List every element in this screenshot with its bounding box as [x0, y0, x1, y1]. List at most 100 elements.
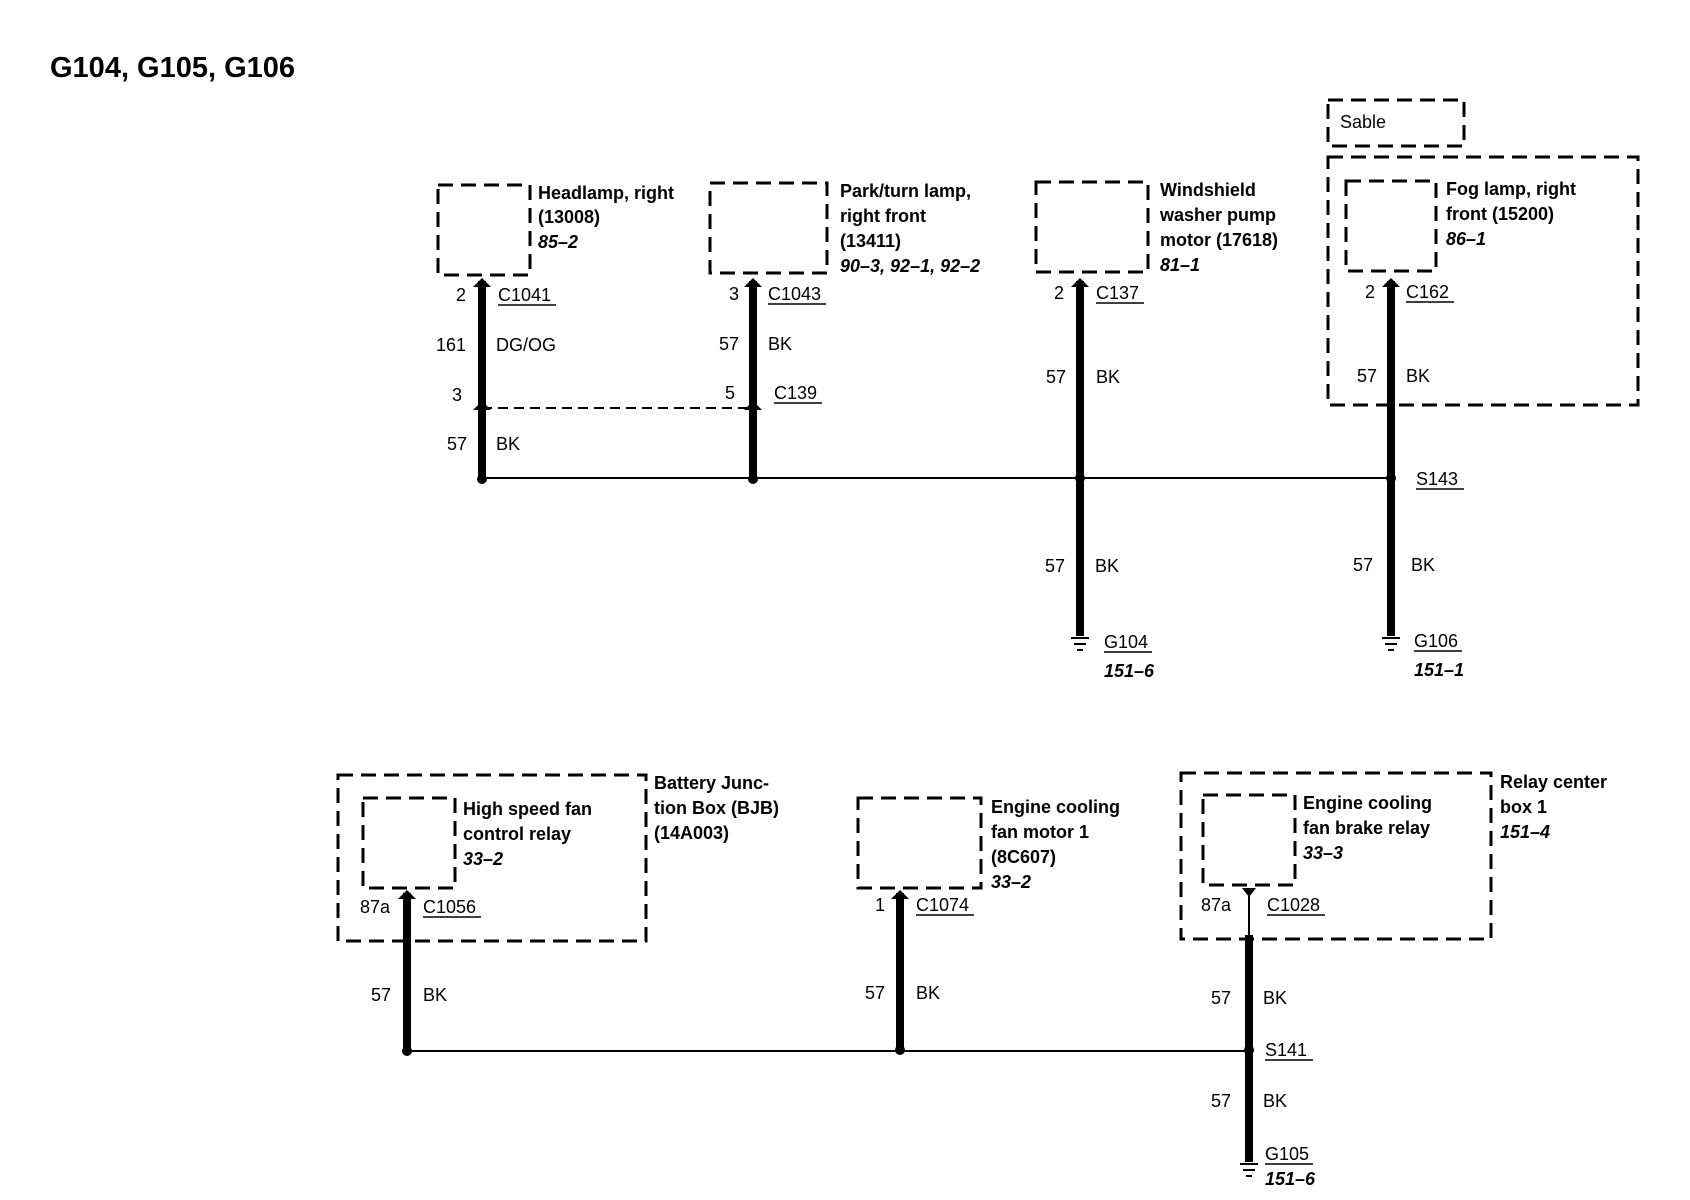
component-washer-pump: Windshield washer pump motor (17618) 81–… — [1034, 180, 1278, 275]
component-fog-lamp: Fog lamp, right front (15200) 86–1 — [1344, 179, 1576, 273]
fog-lamp-box — [1344, 179, 1438, 273]
bjb-name-2: tion Box (BJB) — [654, 798, 779, 818]
c1074-id: C1074 — [916, 895, 969, 915]
park-turn-name-2: right front — [840, 206, 926, 226]
washer-page-ref: 81–1 — [1160, 255, 1200, 275]
park-turn-color: BK — [768, 334, 792, 354]
fog-color: BK — [1406, 366, 1430, 386]
g105-id: G105 — [1265, 1144, 1309, 1164]
c1074-pin: 1 — [875, 895, 885, 915]
brake-relay-name-1: Engine cooling — [1303, 793, 1432, 813]
brake-relay-box — [1201, 793, 1297, 887]
c1028-id: C1028 — [1267, 895, 1320, 915]
fan-motor-name-1: Engine cooling — [991, 797, 1120, 817]
g104-wire-circuit: 57 — [1045, 556, 1065, 576]
c137-pin: 2 — [1054, 283, 1064, 303]
ground-g105: G105 151–6 — [1240, 1144, 1316, 1189]
g105-page-ref: 151–6 — [1265, 1169, 1316, 1189]
fog-lamp-part-number: front (15200) — [1446, 204, 1554, 224]
w161-circuit: 161 — [436, 335, 466, 355]
sable-label: Sable — [1340, 112, 1386, 132]
g105-wire-circuit: 57 — [1211, 1091, 1231, 1111]
c162-id: C162 — [1406, 282, 1449, 302]
c139-pin-b: 5 — [725, 383, 735, 403]
washer-name-1: Windshield — [1160, 180, 1256, 200]
washer-color: BK — [1096, 367, 1120, 387]
fan-relay-wire-color: BK — [423, 985, 447, 1005]
component-cooling-fan-motor: Engine cooling fan motor 1 (8C607) 33–2 — [856, 796, 1120, 892]
bjb-box — [336, 773, 648, 943]
park-turn-name-1: Park/turn lamp, — [840, 181, 971, 201]
fan-relay-box — [361, 796, 457, 890]
top-wires — [473, 278, 1400, 636]
component-relay-center-box: Relay center box 1 151–4 — [1179, 771, 1607, 941]
fan-relay-wire-circuit: 57 — [371, 985, 391, 1005]
splice-s143: S143 — [1416, 469, 1458, 489]
g104-id: G104 — [1104, 632, 1148, 652]
headlamp-name: Headlamp, right — [538, 183, 674, 203]
g106-page-ref: 151–1 — [1414, 660, 1464, 680]
component-park-turn-lamp: Park/turn lamp, right front (13411) 90–3… — [708, 181, 980, 276]
brake-relay-wire-color: BK — [1263, 988, 1287, 1008]
sable-outer-box — [1326, 155, 1640, 407]
g105-wire-color: BK — [1263, 1091, 1287, 1111]
c139-id: C139 — [774, 383, 817, 403]
variant-box-sable: Sable — [1326, 98, 1640, 407]
headlamp-page-ref: 85–2 — [538, 232, 578, 252]
park-turn-box — [708, 181, 829, 275]
park-turn-part-number: (13411) — [840, 231, 901, 251]
headlamp-box — [436, 183, 532, 277]
washer-circuit: 57 — [1046, 367, 1066, 387]
fan-motor-wire-color: BK — [916, 983, 940, 1003]
c137-id: C137 — [1096, 283, 1139, 303]
g104-page-ref: 151–6 — [1104, 661, 1155, 681]
fog-lamp-page-ref: 86–1 — [1446, 229, 1486, 249]
g104-wire-color: BK — [1095, 556, 1119, 576]
c1043-pin: 3 — [729, 284, 739, 304]
fan-relay-page-ref: 33–2 — [463, 849, 503, 869]
fan-motor-box — [856, 796, 983, 890]
page-title: G104, G105, G106 — [50, 52, 295, 84]
ground-g106: G106 151–1 — [1382, 631, 1464, 680]
c1056-id: C1056 — [423, 897, 476, 917]
park-turn-page-ref: 90–3, 92–1, 92–2 — [840, 256, 980, 276]
component-high-speed-fan-relay: High speed fan control relay 33–2 — [361, 796, 592, 890]
relay-box-name-2: box 1 — [1500, 797, 1547, 817]
c1041-id: C1041 — [498, 285, 551, 305]
c1056-pin: 87a — [360, 897, 391, 917]
fan-motor-page-ref: 33–2 — [991, 872, 1031, 892]
fog-lamp-name: Fog lamp, right — [1446, 179, 1576, 199]
fan-relay-name-2: control relay — [463, 824, 571, 844]
relay-box-page-ref: 151–4 — [1500, 822, 1550, 842]
fog-circuit: 57 — [1357, 366, 1377, 386]
w161-color: DG/OG — [496, 335, 556, 355]
c162-pin: 2 — [1365, 282, 1375, 302]
brake-relay-wire-circuit: 57 — [1211, 988, 1231, 1008]
washer-box — [1034, 180, 1150, 274]
c139-pin-a: 3 — [452, 385, 462, 405]
bjb-part-number: (14A003) — [654, 823, 729, 843]
relay-center-box — [1179, 771, 1493, 941]
ground-g104: G104 151–6 — [1071, 632, 1155, 681]
brake-relay-name-2: fan brake relay — [1303, 818, 1430, 838]
c1043-id: C1043 — [768, 284, 821, 304]
component-fan-brake-relay: Engine cooling fan brake relay 33–3 — [1201, 793, 1432, 887]
headlamp-ground-circuit: 57 — [447, 434, 467, 454]
c1028-pin: 87a — [1201, 895, 1232, 915]
fan-relay-name-1: High speed fan — [463, 799, 592, 819]
g106-wire-circuit: 57 — [1353, 555, 1373, 575]
component-headlamp-right: Headlamp, right (13008) 85–2 — [436, 183, 674, 277]
g106-wire-color: BK — [1411, 555, 1435, 575]
washer-part-number: motor (17618) — [1160, 230, 1278, 250]
park-turn-circuit: 57 — [719, 334, 739, 354]
component-battery-junction-box: Battery Junc- tion Box (BJB) (14A003) — [336, 773, 779, 943]
headlamp-part-number: (13008) — [538, 207, 600, 227]
relay-box-name-1: Relay center — [1500, 772, 1607, 792]
fan-motor-part-number: (8C607) — [991, 847, 1056, 867]
c1041-pin: 2 — [456, 285, 466, 305]
brake-relay-page-ref: 33–3 — [1303, 843, 1343, 863]
headlamp-ground-color: BK — [496, 434, 520, 454]
g106-id: G106 — [1414, 631, 1458, 651]
bjb-name-1: Battery Junc- — [654, 773, 769, 793]
